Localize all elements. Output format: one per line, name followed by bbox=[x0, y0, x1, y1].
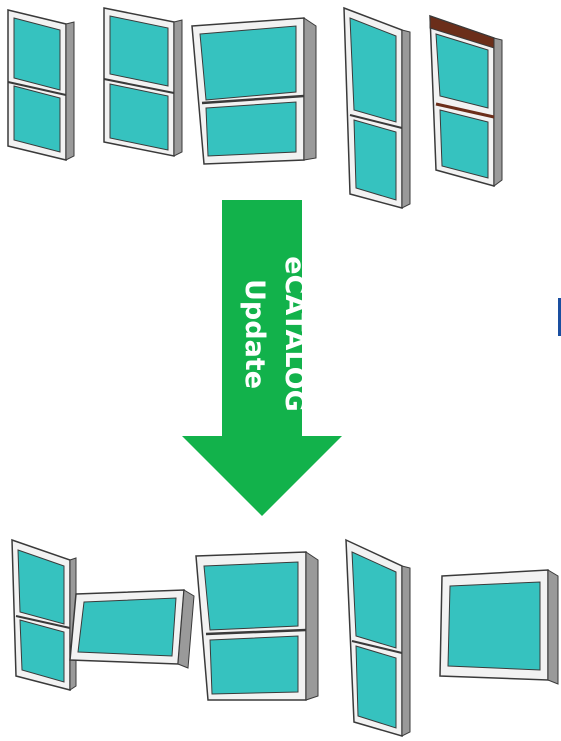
after-window-3 bbox=[195, 551, 319, 701]
before-window-3 bbox=[191, 17, 317, 165]
edge-mark bbox=[558, 298, 561, 336]
after-window-5 bbox=[439, 569, 559, 685]
after-window-4 bbox=[345, 538, 411, 737]
before-window-5 bbox=[429, 14, 503, 187]
after-window-row bbox=[11, 538, 559, 737]
arrow-label-line2: Update bbox=[239, 279, 270, 389]
after-window-2 bbox=[69, 589, 195, 669]
before-window-2 bbox=[103, 7, 183, 157]
arrow-label-line1: eCATALOG bbox=[279, 256, 310, 412]
before-window-1 bbox=[7, 9, 75, 161]
before-window-row bbox=[7, 6, 503, 209]
after-window-1 bbox=[11, 538, 77, 691]
update-arrow-shape bbox=[182, 200, 342, 516]
update-arrow: eCATALOG Update bbox=[182, 200, 342, 516]
before-window-4 bbox=[343, 6, 411, 209]
